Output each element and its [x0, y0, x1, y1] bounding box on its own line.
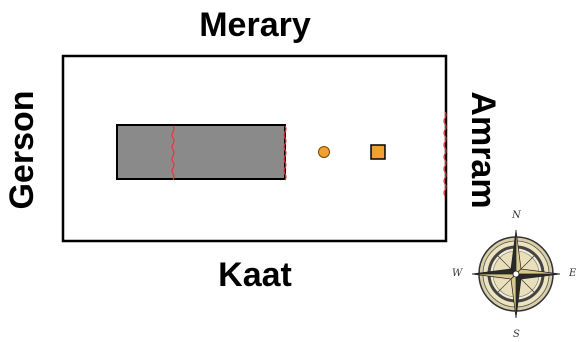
court-enclosure: [61, 54, 448, 243]
compass-north-letter: N: [512, 210, 521, 221]
compass-west-letter: W: [452, 268, 463, 279]
compass-rose: [471, 229, 561, 319]
altar: [370, 144, 386, 160]
inner-veil: [171, 125, 175, 181]
label-north-merary: Merary: [199, 6, 311, 44]
tabernacle: [116, 124, 286, 180]
label-east-amram: Amram: [464, 91, 502, 209]
label-south-kaat: Kaat: [218, 256, 292, 294]
court-gate-curtain: [443, 111, 447, 197]
tabernacle-entrance-curtain: [283, 125, 287, 181]
compass-east-letter: E: [569, 268, 577, 279]
label-west-gerson: Gerson: [3, 90, 41, 210]
compass-south-letter: S: [513, 329, 520, 340]
laver: [318, 146, 330, 158]
